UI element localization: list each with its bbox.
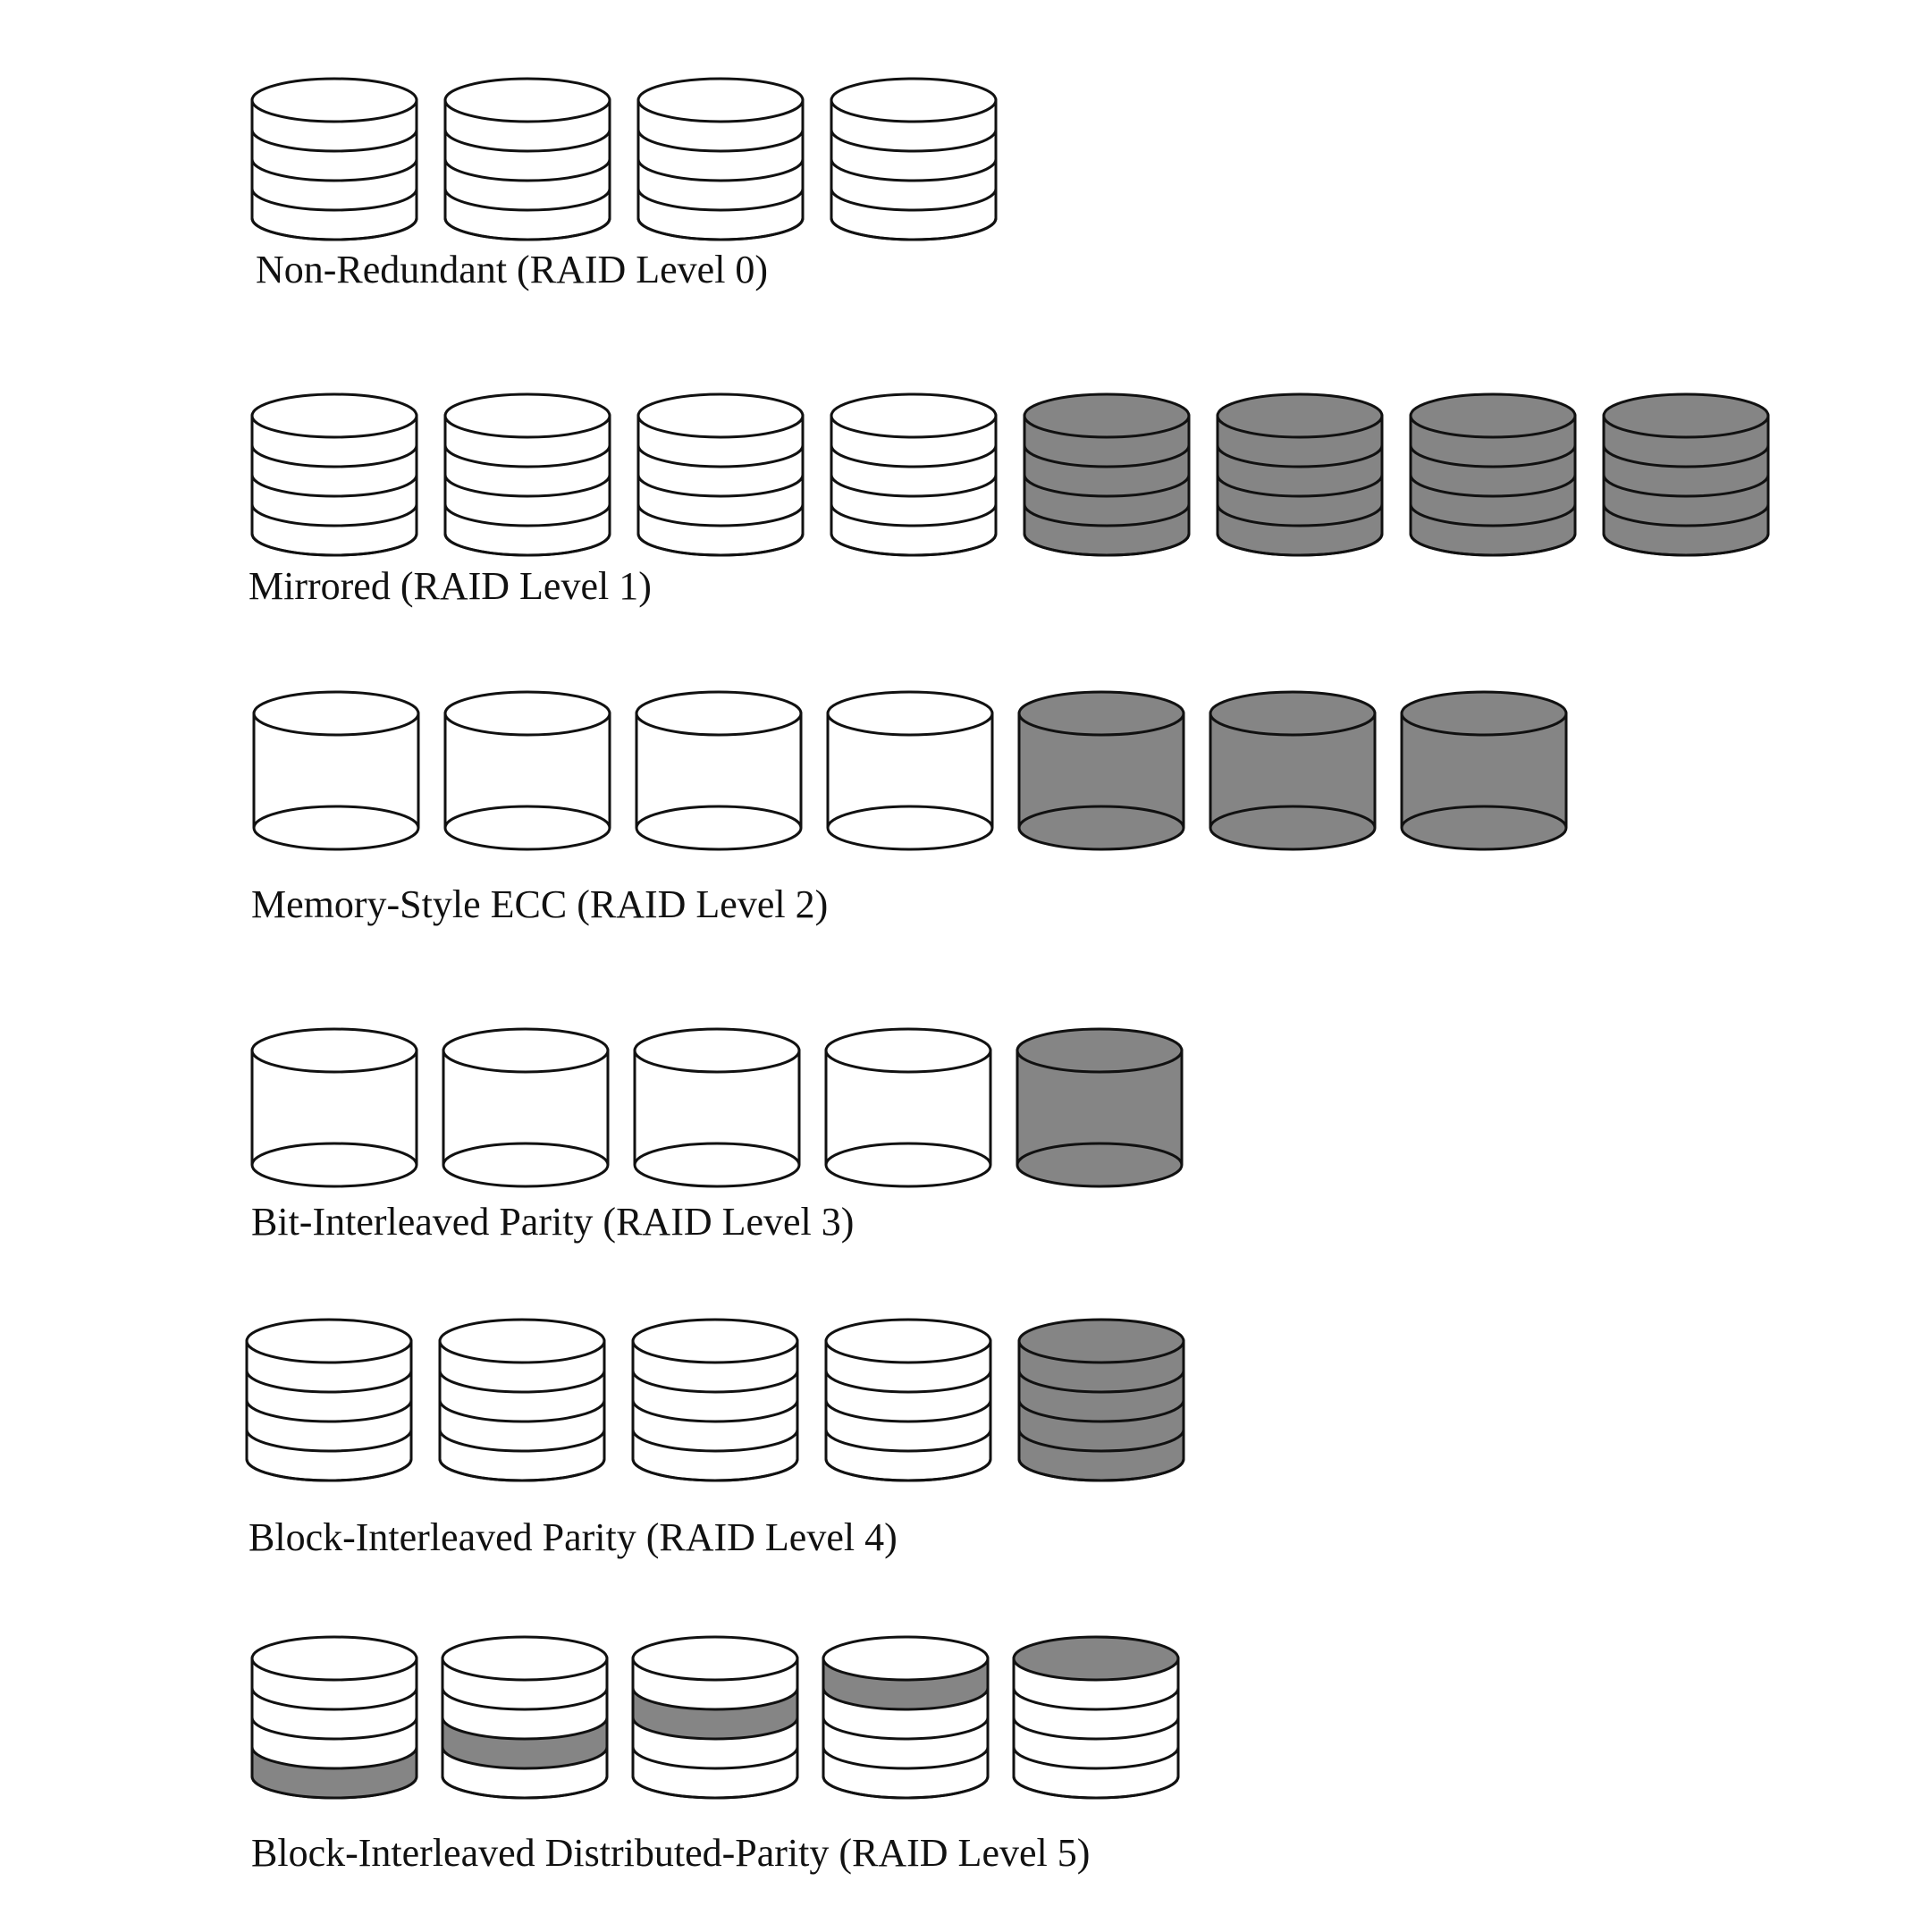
redundant-disk bbox=[1216, 392, 1384, 557]
data-disk bbox=[250, 1635, 418, 1800]
data-disk bbox=[830, 392, 998, 557]
data-disk bbox=[438, 1318, 606, 1482]
redundant-disk bbox=[1023, 392, 1191, 557]
data-disk bbox=[830, 77, 998, 241]
parity-block bbox=[442, 1717, 607, 1768]
raid-level-4-disks bbox=[245, 1318, 1185, 1482]
data-disk bbox=[443, 77, 611, 241]
data-disk bbox=[631, 1318, 799, 1482]
data-disk bbox=[441, 1635, 609, 1800]
data-disk bbox=[824, 1027, 992, 1188]
parity-block bbox=[823, 1658, 988, 1709]
raid-level-2-disks bbox=[252, 690, 1568, 851]
data-disk bbox=[636, 392, 805, 557]
data-disk bbox=[250, 392, 418, 557]
raid-level-3-caption: Bit-Interleaved Parity (RAID Level 3) bbox=[251, 1200, 855, 1244]
data-disk bbox=[252, 690, 420, 851]
data-disk bbox=[245, 1318, 413, 1482]
redundant-disk bbox=[1409, 392, 1577, 557]
data-disk bbox=[636, 77, 805, 241]
raid-level-5-caption: Block-Interleaved Distributed-Parity (RA… bbox=[251, 1831, 1091, 1875]
data-disk bbox=[822, 1635, 990, 1800]
data-disk bbox=[824, 1318, 992, 1482]
redundant-disk bbox=[1400, 690, 1568, 851]
data-disk bbox=[442, 1027, 610, 1188]
data-disk bbox=[250, 77, 418, 241]
data-disk bbox=[1012, 1635, 1180, 1800]
parity-block bbox=[252, 1747, 417, 1798]
data-disk bbox=[443, 690, 611, 851]
raid-level-3-disks bbox=[250, 1027, 1184, 1188]
data-disk bbox=[633, 1027, 801, 1188]
redundant-disk bbox=[1017, 690, 1185, 851]
raid-level-4-caption: Block-Interleaved Parity (RAID Level 4) bbox=[249, 1515, 898, 1559]
raid-level-0-disks bbox=[250, 77, 998, 241]
redundant-disk bbox=[1016, 1027, 1184, 1188]
data-disk bbox=[631, 1635, 799, 1800]
raid-level-2-caption: Memory-Style ECC (RAID Level 2) bbox=[251, 882, 829, 926]
data-disk bbox=[826, 690, 994, 851]
data-disk bbox=[443, 392, 611, 557]
data-disk bbox=[635, 690, 803, 851]
raid-level-1-caption: Mirrored (RAID Level 1) bbox=[249, 564, 652, 608]
raid-level-5-disks bbox=[250, 1635, 1180, 1800]
data-disk bbox=[250, 1027, 418, 1188]
redundant-disk bbox=[1017, 1318, 1185, 1482]
redundant-disk bbox=[1602, 392, 1770, 557]
raid-level-0-caption: Non-Redundant (RAID Level 0) bbox=[256, 248, 769, 291]
raid-level-1-disks bbox=[250, 392, 1770, 557]
parity-block bbox=[633, 1688, 797, 1739]
redundant-disk bbox=[1209, 690, 1377, 851]
